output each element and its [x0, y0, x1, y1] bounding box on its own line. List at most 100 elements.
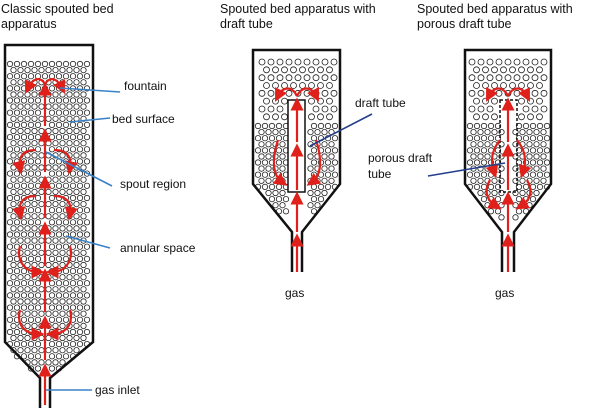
particle [48, 304, 56, 311]
particle [31, 322, 38, 329]
particle [66, 127, 73, 135]
particle [20, 255, 28, 262]
particle [69, 73, 77, 80]
particle [272, 189, 279, 197]
particle [6, 219, 14, 226]
particle [80, 127, 87, 135]
particle [533, 189, 540, 197]
particle [272, 113, 279, 121]
particle [52, 127, 59, 135]
particle [69, 280, 77, 287]
particle [83, 194, 91, 202]
particle [80, 298, 87, 305]
particle [66, 91, 73, 98]
particle [526, 153, 533, 160]
particle [27, 60, 35, 68]
particle [41, 60, 49, 68]
particle [310, 159, 318, 166]
particle [6, 60, 14, 68]
particle [328, 153, 335, 160]
particle [482, 66, 489, 74]
particle [31, 140, 38, 147]
particle [310, 135, 318, 142]
particle [10, 91, 17, 98]
particle [279, 165, 286, 172]
particle [69, 304, 77, 311]
particle [69, 134, 77, 141]
particle [38, 310, 45, 317]
particle [303, 74, 311, 82]
particle [59, 249, 66, 256]
particle [31, 127, 38, 135]
particle [48, 280, 56, 287]
particle [38, 298, 45, 305]
particle [331, 147, 339, 154]
particle [52, 176, 59, 183]
particle [20, 60, 28, 68]
particle [6, 292, 14, 299]
particle [533, 141, 540, 148]
particle [31, 347, 38, 354]
particle [20, 340, 28, 348]
particle [66, 298, 73, 305]
particle [10, 274, 17, 281]
particle [59, 91, 66, 98]
particle [299, 66, 306, 74]
particle [73, 103, 80, 110]
particle [83, 97, 91, 104]
panel3-title-line1: Spouted bed apparatus with [417, 2, 573, 16]
particle [310, 147, 318, 154]
particle [73, 188, 80, 195]
particle [20, 85, 28, 92]
particle [55, 304, 63, 311]
particle [45, 67, 52, 74]
particle [279, 202, 286, 209]
particle [48, 134, 56, 141]
particle [261, 183, 269, 190]
particle [317, 66, 324, 74]
particle [69, 97, 77, 104]
particle [529, 122, 537, 130]
particle [73, 225, 80, 232]
panel2-title-line2: draft tube [220, 17, 273, 31]
particle [55, 340, 63, 348]
particle [45, 310, 52, 317]
particle [326, 66, 333, 74]
particle [27, 158, 35, 165]
particle [258, 58, 266, 66]
particle [536, 171, 544, 178]
particle [38, 237, 45, 244]
vessel-outline [251, 48, 342, 272]
particle [491, 97, 498, 105]
particle [62, 292, 70, 299]
particle [52, 115, 59, 122]
particle [83, 109, 91, 116]
particle [66, 286, 73, 293]
particle [38, 140, 45, 147]
particle [17, 213, 24, 220]
porous-draft-tube-bed [427, 48, 553, 272]
particle [48, 365, 56, 372]
particle [20, 170, 28, 177]
particle [509, 66, 516, 74]
particle [536, 82, 543, 89]
particle [62, 182, 70, 189]
particle [281, 113, 288, 121]
particle [6, 207, 14, 214]
particle [261, 171, 269, 178]
particle [76, 121, 84, 129]
particle [27, 73, 35, 80]
particle [24, 164, 31, 171]
particle [83, 316, 91, 323]
particle [6, 243, 14, 250]
label-fountain: fountain [124, 79, 167, 93]
particle [66, 188, 73, 195]
particle [45, 286, 52, 293]
particle [38, 322, 45, 329]
particle [267, 105, 275, 113]
particle [491, 177, 498, 184]
particle [480, 196, 488, 203]
particle [52, 237, 59, 244]
particle [10, 249, 17, 256]
particle [324, 147, 332, 154]
